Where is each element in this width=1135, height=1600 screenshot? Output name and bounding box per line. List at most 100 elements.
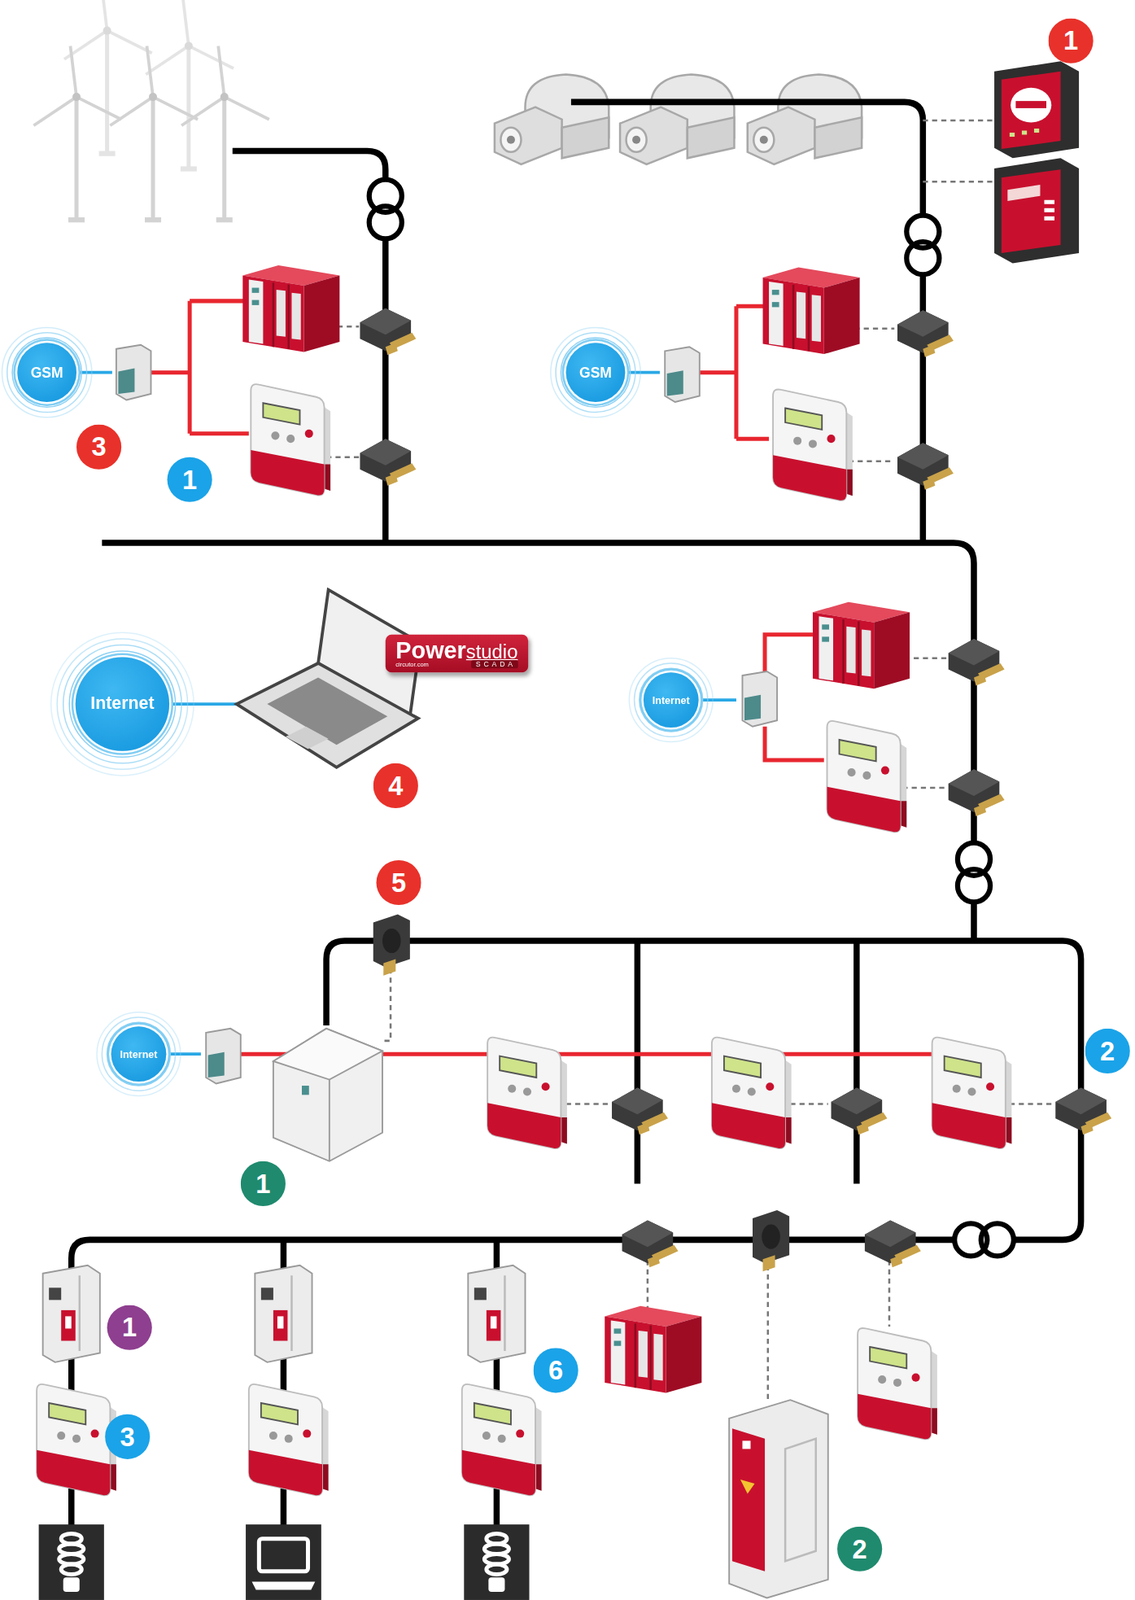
signal-rings xyxy=(634,663,708,737)
laptop xyxy=(236,663,419,768)
diagram-stage xyxy=(359,308,416,356)
diagram-stage xyxy=(897,442,954,490)
network-links xyxy=(626,371,660,375)
transformer xyxy=(906,215,939,276)
inverter-cabinet xyxy=(273,1028,383,1162)
panel-meter xyxy=(1015,100,1047,109)
logo-text: Power xyxy=(395,637,467,663)
signal-rings xyxy=(2,327,714,1096)
callout-number: 1 xyxy=(167,457,213,503)
signal-rings xyxy=(2,327,92,417)
communication-wires xyxy=(699,305,769,439)
measurement-leads xyxy=(888,1259,891,1326)
panel-meter xyxy=(1043,216,1055,221)
power-plant xyxy=(494,74,609,165)
measurement-leads xyxy=(326,120,1053,1400)
diagram-stage xyxy=(948,768,1005,817)
diagram-stage xyxy=(664,346,700,402)
diagram-stage xyxy=(711,1037,792,1149)
communication-wires xyxy=(151,301,249,434)
panel-meter xyxy=(994,157,1079,263)
measurement-leads xyxy=(326,455,359,459)
network-label: Internet xyxy=(119,1047,158,1060)
power-wires xyxy=(71,940,1082,1531)
diagram-stage xyxy=(254,1265,312,1362)
diagram-stage xyxy=(250,384,331,495)
wind-farm xyxy=(33,0,270,223)
power-plant xyxy=(747,74,862,165)
logo-text: SCADA xyxy=(471,659,519,668)
diagram-stage xyxy=(772,388,853,500)
diagram-stage xyxy=(1055,1087,1112,1135)
panel-meter xyxy=(994,61,1079,158)
wind-farm xyxy=(109,45,198,223)
power-wires xyxy=(101,542,974,941)
laptop xyxy=(285,726,329,750)
measurement-leads xyxy=(854,327,895,330)
panel-meter xyxy=(1043,200,1055,205)
logo-row: Powerstudio xyxy=(395,637,518,663)
diagram-stage xyxy=(39,1523,105,1600)
signal-rings xyxy=(639,667,703,732)
capacitor-cabinet xyxy=(732,1427,765,1572)
diagram-stage xyxy=(932,1037,1013,1149)
wind-farm xyxy=(181,45,270,223)
panel-meter xyxy=(1001,169,1061,254)
network-circle: GSM xyxy=(566,342,626,402)
diagram-stage xyxy=(857,1327,938,1439)
callout-number: 4 xyxy=(373,763,419,808)
diagram-stage xyxy=(248,1383,329,1495)
callout-number: 2 xyxy=(837,1526,882,1572)
power-plant xyxy=(494,74,862,165)
network-links xyxy=(77,371,113,375)
diagram-stage xyxy=(205,1028,241,1084)
signal-rings xyxy=(107,1021,171,1086)
panel-meter xyxy=(1009,132,1015,137)
network-links xyxy=(169,702,239,706)
capacitor-cabinet xyxy=(729,1399,829,1598)
panel-meter xyxy=(1001,71,1061,149)
measurement-leads xyxy=(566,1102,612,1105)
callout-number: 1 xyxy=(240,1161,286,1206)
panel-meter xyxy=(1021,130,1027,135)
network-label: GSM xyxy=(30,364,64,381)
laptop xyxy=(236,589,421,768)
diagram-stage xyxy=(242,265,340,353)
measurement-leads xyxy=(790,1102,828,1105)
diagram-stage xyxy=(359,438,416,486)
signal-rings xyxy=(51,632,194,776)
signal-rings xyxy=(56,638,188,769)
measurement-leads xyxy=(922,180,995,184)
capacitor-cabinet xyxy=(740,1479,756,1494)
power-wires xyxy=(71,101,1082,1530)
diagram-stage xyxy=(373,913,411,975)
laptop xyxy=(266,677,388,746)
power-plant xyxy=(619,74,734,165)
panel-meter xyxy=(994,157,1079,263)
measurement-leads xyxy=(848,459,895,463)
diagram-stage xyxy=(487,1037,568,1149)
signal-rings xyxy=(555,332,636,413)
network-circle: GSM xyxy=(17,342,77,402)
diagram-stage xyxy=(752,1209,790,1271)
callout-number: 3 xyxy=(104,1414,150,1459)
wind-farm xyxy=(145,0,234,172)
transformer xyxy=(957,868,991,902)
network-label: GSM xyxy=(579,364,612,381)
diagram-stage xyxy=(812,602,910,690)
callout-number: 2 xyxy=(1085,1028,1131,1074)
diagram-stage xyxy=(622,1220,679,1268)
diagram-stage xyxy=(897,309,954,358)
power-wires xyxy=(571,101,923,543)
inverter-cabinet xyxy=(328,1079,331,1162)
logo-row: circutor.comSCADA xyxy=(395,659,518,668)
signal-rings xyxy=(628,658,713,743)
diagram-stage xyxy=(763,266,860,354)
network-label: Internet xyxy=(90,694,154,715)
diagram-stage xyxy=(611,1087,668,1135)
inverter-cabinet xyxy=(301,1085,310,1095)
callout-number: 1 xyxy=(107,1305,153,1350)
signal-rings xyxy=(101,1017,175,1091)
measurement-leads xyxy=(646,1259,650,1311)
